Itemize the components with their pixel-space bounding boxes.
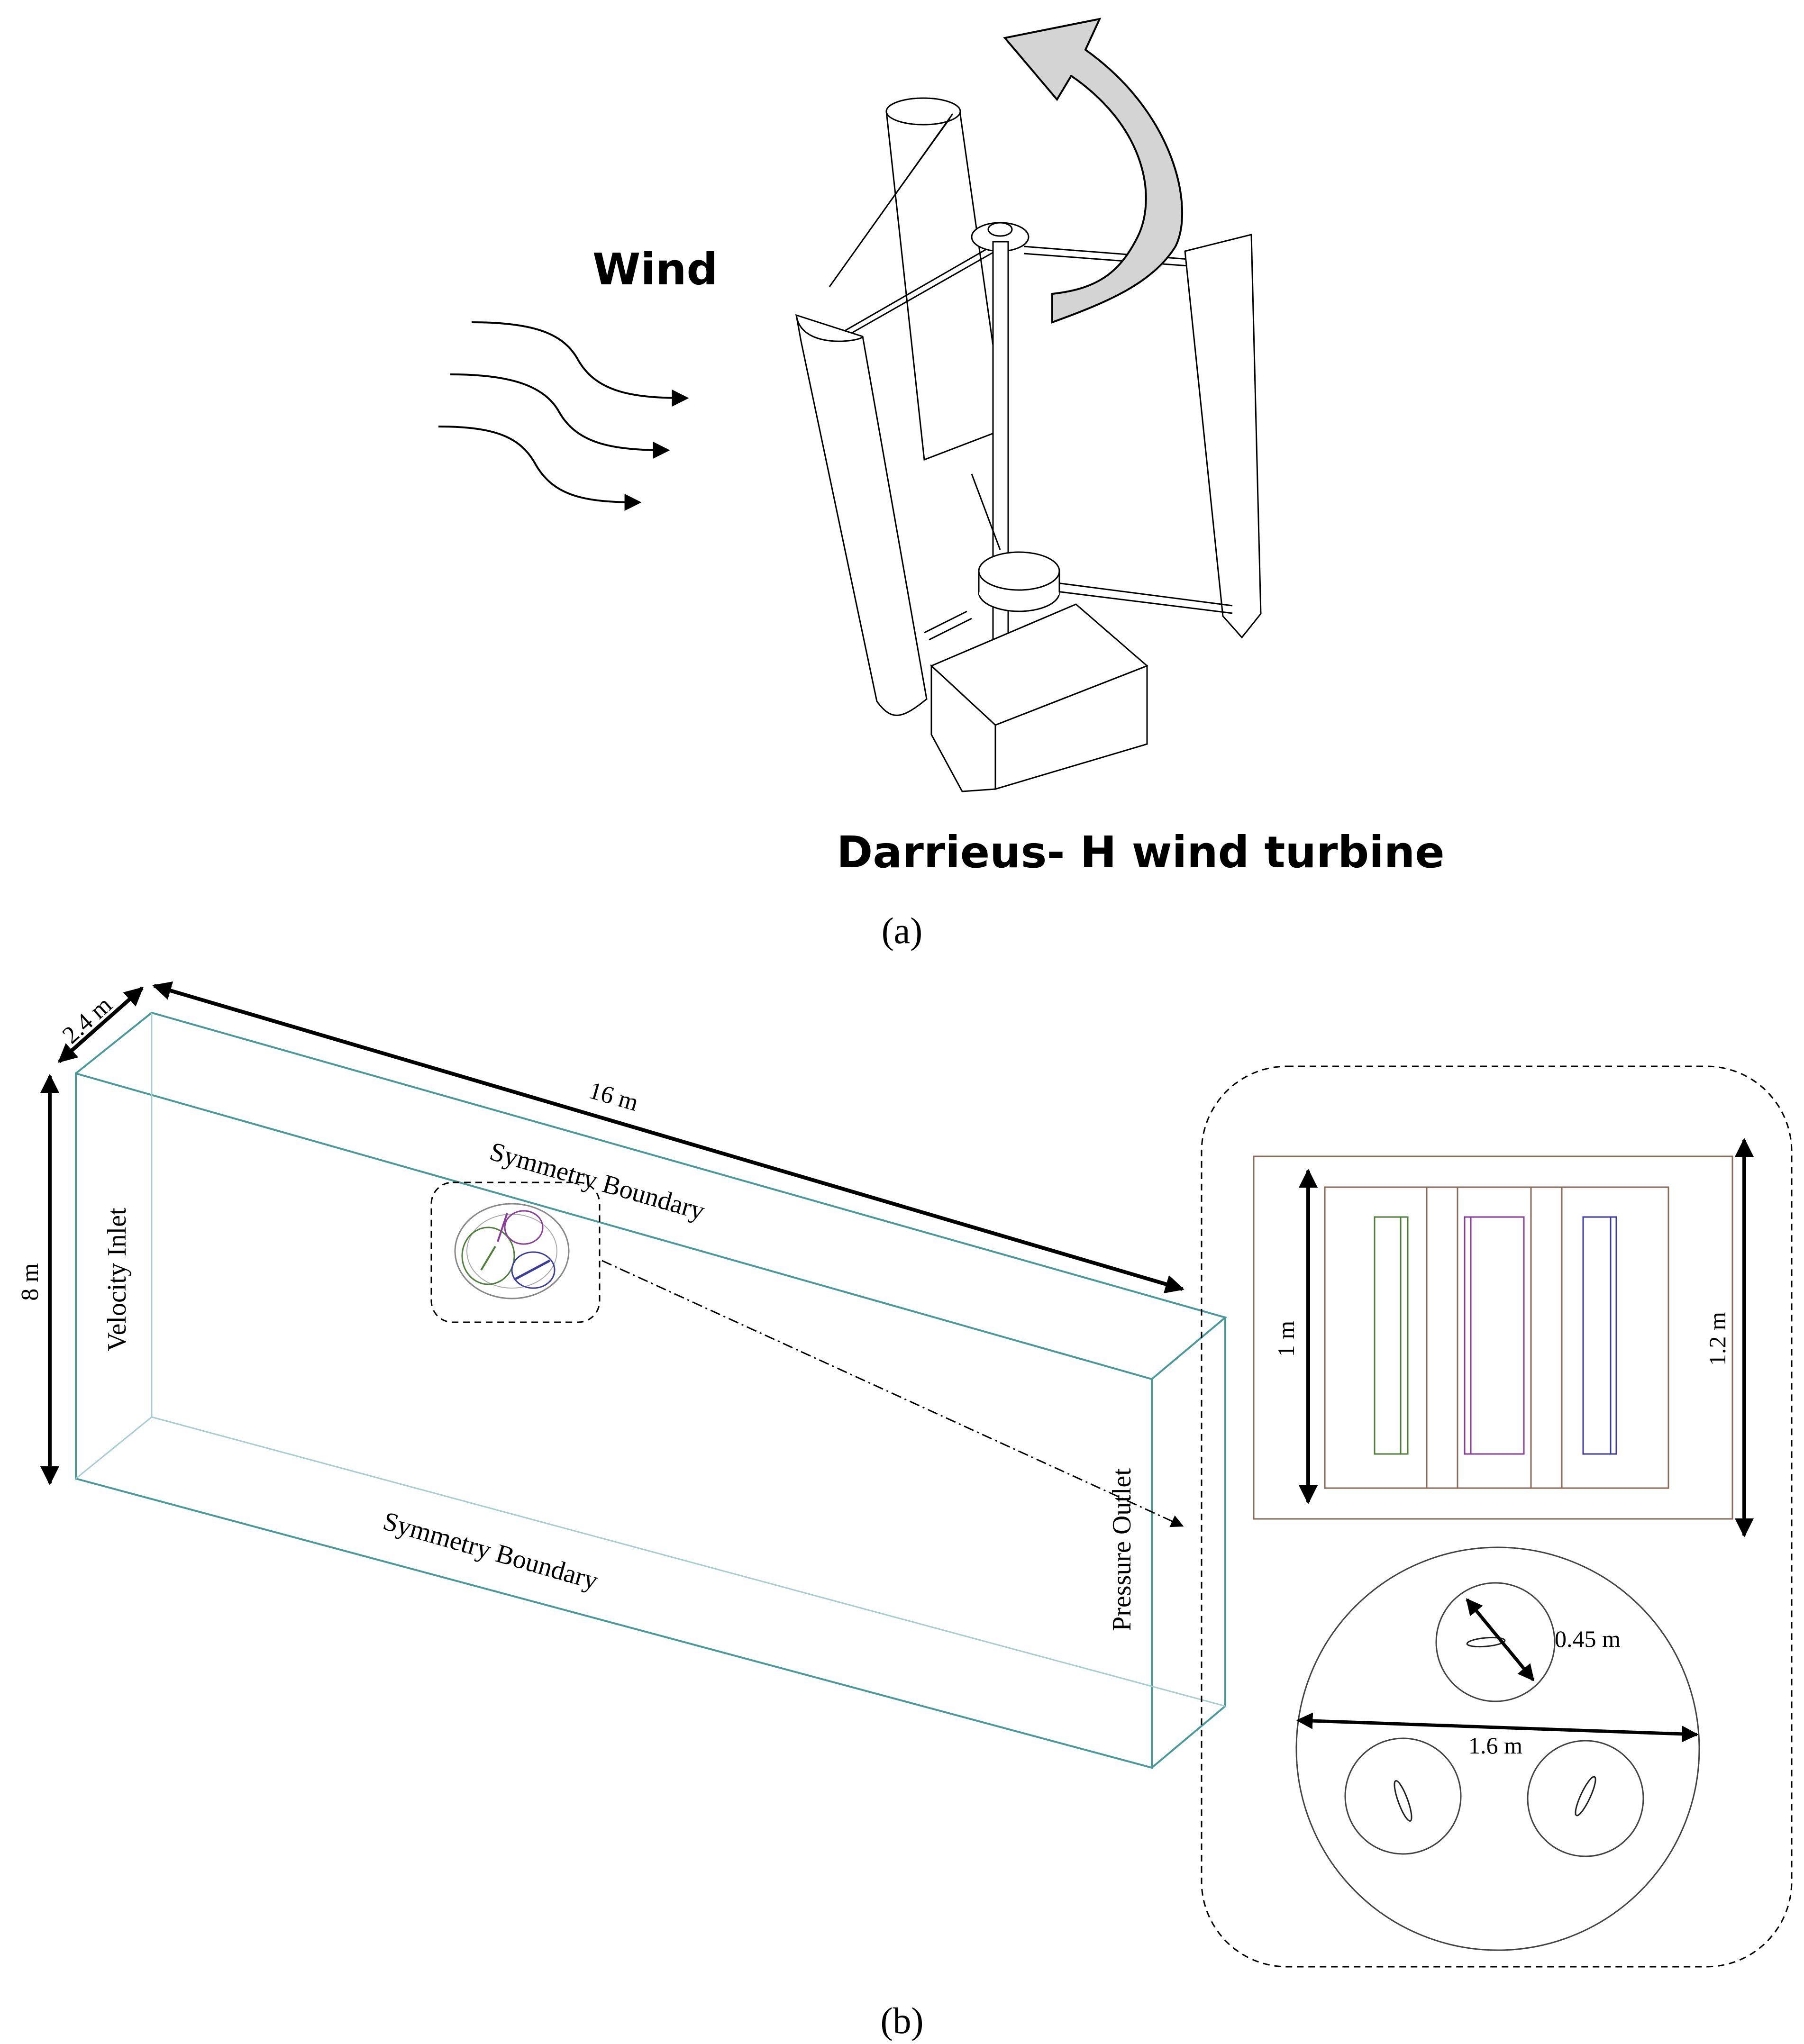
panel-a-label: (a) <box>882 910 923 951</box>
wind-arrows <box>438 321 689 511</box>
rotor-height-label: 1 m <box>1273 1321 1299 1357</box>
turbine-blade-back <box>885 110 1006 461</box>
dimension-length-label: 16 m <box>586 1077 641 1117</box>
rotor-detail-inset: 1 m 1.2 m 0.45 m 1.6 m <box>1201 1065 1793 1968</box>
velocity-inlet-label: Velocity Inlet <box>102 1208 132 1352</box>
rotor-top-view <box>1295 1546 1700 1951</box>
rotation-arrow-icon <box>1003 18 1184 324</box>
blade-purple <box>1464 1216 1525 1455</box>
panel-b: 2.4 m 16 m 8 m Symmetry Boundary Symmetr… <box>17 981 1793 2041</box>
rotor-thumbnail <box>430 1181 601 1323</box>
domain-dimension-arrows <box>40 981 1184 1485</box>
rotor-side-view <box>1253 1155 1733 1520</box>
dimension-arrow-length <box>152 981 1184 1293</box>
dimension-arrow-rotor-diameter <box>1296 1712 1699 1743</box>
blade-zone-diameter-label: 0.45 m <box>1555 1626 1621 1652</box>
wind-label: Wind <box>592 244 718 295</box>
wind-arrow <box>471 321 689 407</box>
panel-a: Wind <box>438 18 1445 951</box>
pressure-outlet-label: Pressure Outlet <box>1107 1468 1137 1631</box>
rotor-diameter-label: 1.6 m <box>1468 1732 1522 1759</box>
blade-green <box>1374 1216 1409 1455</box>
computational-domain <box>75 1011 1228 1769</box>
turbine-blade-left <box>795 314 928 716</box>
turbine-blade-right <box>1184 234 1262 639</box>
turbine-caption: Darrieus- H wind turbine <box>837 827 1445 878</box>
wind-arrow <box>450 373 670 459</box>
symmetry-boundary-bottom-label: Symmetry Boundary <box>380 1506 601 1596</box>
symmetry-boundary-top-label: Symmetry Boundary <box>486 1136 708 1226</box>
dimension-arrow-blade-zone <box>1466 1598 1535 1681</box>
domain-height-label: 1.2 m <box>1704 1312 1731 1366</box>
darrieus-turbine-illustration <box>795 97 1262 792</box>
zoom-leader-line <box>601 1260 1184 1527</box>
panel-b-label: (b) <box>881 2000 924 2041</box>
dimension-height-label: 8 m <box>17 1263 44 1300</box>
wind-arrow <box>438 426 642 511</box>
blade-zone-left <box>1344 1737 1462 1855</box>
blade-zone-right <box>1527 1740 1644 1857</box>
dimension-arrow-depth <box>58 987 144 1063</box>
blade-blue <box>1582 1216 1617 1455</box>
blade-zone-top <box>1435 1582 1556 1702</box>
